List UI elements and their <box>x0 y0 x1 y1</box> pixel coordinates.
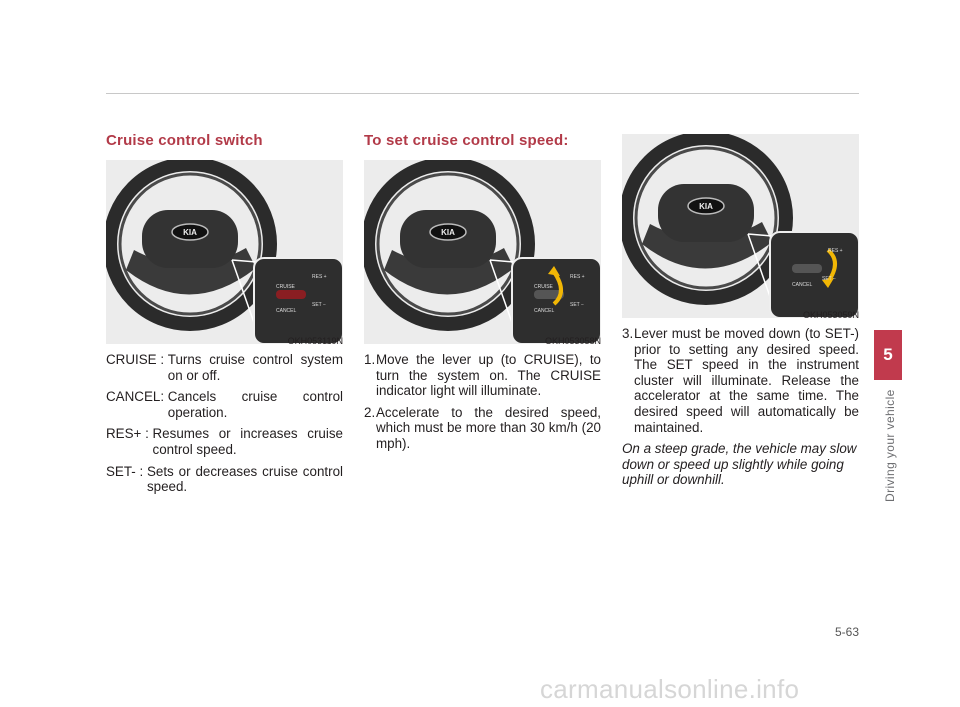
step-item: 1.Move the lever up (to CRUISE), to turn… <box>364 352 601 399</box>
res-label-2: RES + <box>570 274 585 280</box>
image-code-3: OKH053059N <box>802 310 859 320</box>
section-heading-cruise-switch: Cruise control switch <box>106 132 263 149</box>
step-number: 2. <box>364 404 376 420</box>
definition-term: CRUISE : <box>106 352 168 367</box>
image-code-1: OKH053119N <box>287 336 343 346</box>
definition-desc: Resumes or increases cruise control spee… <box>152 426 343 457</box>
step-text: Lever must be moved down (to SET-) prior… <box>634 326 859 435</box>
switch-definitions: CRUISE : Turns cruise control system on … <box>106 352 343 501</box>
cancel-label-1: CANCEL <box>276 308 297 314</box>
section-heading-set-speed: To set cruise control speed: <box>364 132 569 149</box>
set-label-2: SET − <box>570 302 584 308</box>
steering-wheel-image-3: KIA RES + CANCEL SET − <box>622 134 859 318</box>
cruise-label-2: CRUISE <box>534 284 554 290</box>
definition-desc: Sets or decreases cruise control speed. <box>146 463 343 495</box>
kia-logo: KIA <box>441 228 455 237</box>
definition-row: CANCEL: Cancels cruise control operation… <box>106 389 343 420</box>
kia-logo: KIA <box>183 228 197 237</box>
step-item: 2.Accelerate to the desired speed, which… <box>364 405 601 452</box>
step-text: Move the lever up (to CRUISE), to turn t… <box>376 352 601 399</box>
setting-steps: 1.Move the lever up (to CRUISE), to turn… <box>364 352 601 458</box>
kia-logo: KIA <box>699 202 713 211</box>
step-text: Accelerate to the desired speed, which m… <box>376 404 601 451</box>
chapter-number-tab: 5 <box>874 330 902 380</box>
image-code-2: OKH053058N <box>544 336 601 346</box>
page-number: 5-63 <box>834 625 859 639</box>
steering-wheel-image-1: KIA CRUISE RES + CANCEL SET − <box>106 160 343 344</box>
chapter-title-vertical: Driving your vehicle <box>869 389 909 512</box>
definition-row: CRUISE : Turns cruise control system on … <box>106 352 343 383</box>
definition-row: RES+ : Resumes or increases cruise contr… <box>106 426 343 457</box>
definition-row: SET- : Sets or decreases cruise control … <box>106 464 343 495</box>
steering-wheel-image-2: KIA CRUISE RES + CANCEL SET − <box>364 160 601 344</box>
italic-note: On a steep grade, the vehicle may slow d… <box>622 441 857 488</box>
watermark: carmanualsonline.info <box>540 674 800 704</box>
set-label-1: SET − <box>312 302 326 308</box>
step-number: 1. <box>364 352 376 367</box>
cancel-label-3: CANCEL <box>792 282 813 288</box>
step-number: 3. <box>622 326 634 341</box>
step-item: 3.Lever must be moved down (to SET-) pri… <box>622 326 859 435</box>
set-label-3: SET − <box>822 276 836 282</box>
definition-desc: Turns cruise control system on or off. <box>167 352 343 383</box>
definition-term: CANCEL: <box>106 389 168 405</box>
definition-term: SET- : <box>106 463 147 479</box>
definition-desc: Cancels cruise control operation. <box>167 389 343 420</box>
definition-term: RES+ : <box>106 426 153 442</box>
chapter-title-text: Driving your vehicle <box>883 389 897 502</box>
res-label-1: RES + <box>312 274 327 280</box>
res-label-3: RES + <box>828 248 843 254</box>
cancel-label-2: CANCEL <box>534 308 555 314</box>
set-instructions: 3.Lever must be moved down (to SET-) pri… <box>622 326 859 488</box>
top-rule <box>106 93 859 94</box>
cruise-label-1: CRUISE <box>276 284 296 290</box>
